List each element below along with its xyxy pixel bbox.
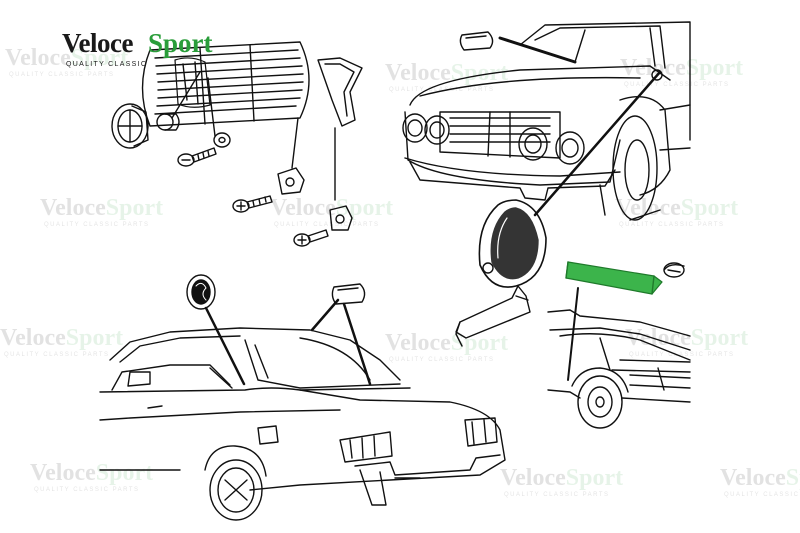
screw-part-2 (232, 195, 273, 213)
washer-leader (207, 77, 216, 137)
highlighted-sill-trim (565, 261, 663, 295)
trim-green-fill (565, 261, 663, 295)
grille-side-trim (317, 57, 363, 127)
screw-part-3 (293, 229, 329, 247)
mirror-mount-small (651, 69, 663, 81)
clip-nut-leader-1 (291, 117, 299, 169)
emblem-leader (204, 306, 246, 386)
screw-part-1 (177, 147, 217, 167)
wing-mirror-part (455, 199, 547, 347)
bushing-leader (171, 71, 201, 119)
brand-logo: Veloce Sport QUALITY CLASSIC (62, 28, 252, 74)
washer-part (213, 132, 231, 148)
grille-bushing-part (156, 113, 180, 131)
brand-name-part1: Veloce (62, 28, 133, 58)
rear-screen-clip-part (331, 283, 366, 305)
emblem-badge-part (186, 274, 216, 310)
brand-name-part2: Sport (148, 28, 213, 58)
clip-nut-part-1 (277, 167, 305, 195)
grille-badge-part (111, 103, 149, 149)
rear-car-drawing (99, 327, 506, 521)
mirror-mount-leader (533, 70, 662, 217)
rear-screen-clip-leader-1 (310, 298, 340, 332)
windshield-clip-leader (498, 36, 577, 64)
trim-end-cap-part (663, 262, 685, 278)
windshield-clip-part (459, 31, 494, 51)
brand-tagline: QUALITY CLASSIC (66, 61, 148, 68)
clip-nut-part-2 (329, 205, 353, 231)
rear-screen-clip-leader-2 (342, 302, 372, 386)
rear-corner-inset (547, 309, 691, 429)
